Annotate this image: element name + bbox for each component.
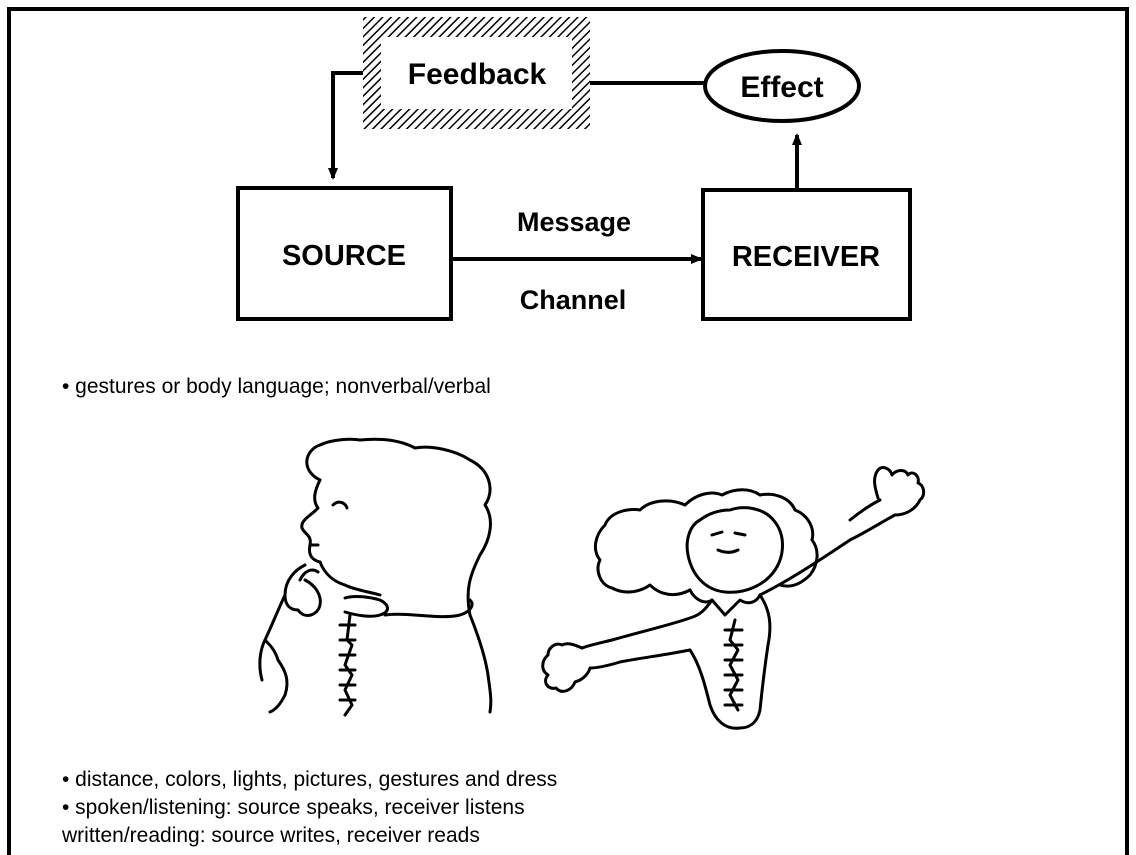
feedback-label: Feedback	[408, 58, 547, 91]
source-box: SOURCE	[236, 186, 453, 321]
feedback-box: Feedback	[363, 17, 590, 129]
page-frame	[7, 7, 1129, 855]
bullet-written: written/reading: source writes, receiver…	[62, 824, 480, 847]
effect-label: Effect	[740, 71, 823, 104]
bullet-distance: • distance, colors, lights, pictures, ge…	[62, 768, 558, 791]
channel-label: Channel	[520, 285, 627, 315]
person-thinking-figure	[258, 437, 493, 717]
receiver-box: RECEIVER	[701, 188, 912, 321]
person-waving-figure	[541, 466, 926, 730]
feedback-to-source-arrow	[328, 71, 363, 180]
bullet-gestures: • gestures or body language; nonverbal/v…	[62, 375, 491, 398]
bullet-spoken: • spoken/listening: source speaks, recei…	[62, 796, 525, 819]
message-label: Message	[517, 207, 631, 237]
receiver-label: RECEIVER	[732, 241, 880, 273]
source-label: SOURCE	[282, 240, 406, 272]
effect-ellipse: Effect	[703, 49, 861, 123]
